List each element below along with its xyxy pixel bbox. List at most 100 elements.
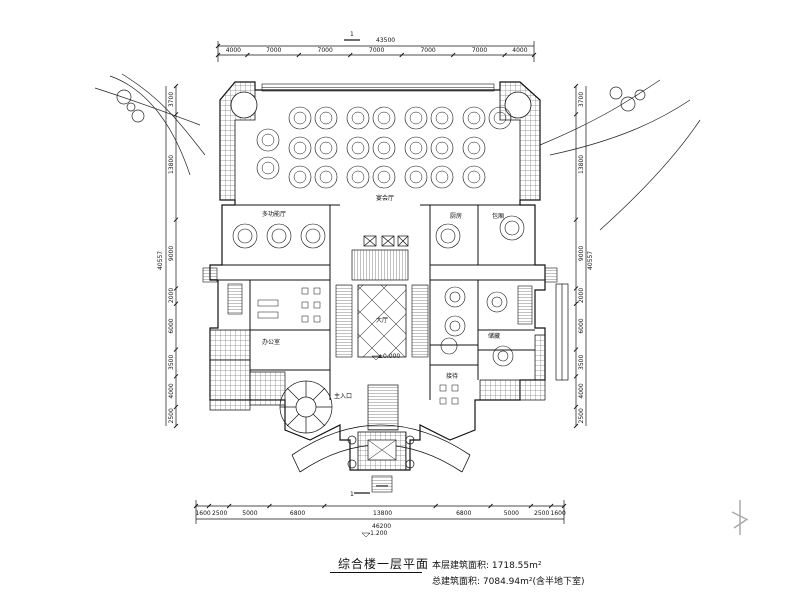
dimension-right-tick (573, 83, 579, 89)
entrance-stair (357, 384, 407, 493)
banquet-table-top (377, 170, 391, 184)
banquet-table-top (409, 111, 423, 125)
dimension-bottom-tick (321, 503, 327, 509)
dimension-bottom-segment-label: 1600 (195, 510, 210, 517)
terrace-left (209, 329, 286, 411)
dimension-bottom-ticks (193, 503, 567, 509)
banquet-table (256, 156, 280, 180)
entrance-columns (347, 435, 415, 469)
level-mark-outdoor: -1.200 (368, 530, 388, 537)
dimension-left (165, 86, 177, 426)
dimension-top-overall: 43500 (376, 37, 395, 44)
dimension-right-tick (573, 374, 579, 379)
banquet-table-top (467, 141, 481, 155)
dimension-right-segment-label: 3500 (578, 355, 585, 370)
section-mark-top-label: 1 (350, 31, 354, 38)
room-label-office: 办公室 (262, 338, 280, 346)
dimension-left-segment-label: 9000 (168, 246, 175, 261)
dimension-bottom-segment-label: 2500 (534, 510, 549, 517)
dimension-right-segment-label: 3700 (578, 92, 585, 107)
dimension-left-segment-label: 6000 (168, 318, 175, 333)
dimension-right-tick (573, 347, 579, 352)
banquet-table-top (319, 141, 333, 155)
dimension-right-segment-label: 6000 (578, 318, 585, 333)
banquet-table-top (467, 111, 481, 125)
dimension-bottom-tick (206, 503, 212, 509)
banquet-table-top (435, 170, 449, 184)
banquet-table (372, 165, 396, 189)
spiral-stair (279, 380, 333, 434)
room-label-kitchen: 厨房 (450, 212, 462, 220)
plant-symbol (731, 500, 749, 535)
dimension-left-segment-label: 13800 (168, 155, 175, 174)
dimension-bottom-tick (193, 503, 199, 509)
room-label-store: 储藏 (488, 332, 500, 340)
dimension-right-tick (573, 423, 579, 429)
right-ramp (555, 283, 569, 381)
dimension-right-segment-label: 4000 (578, 383, 585, 398)
dimension-right-tick (573, 217, 579, 223)
dimension-top-tick (296, 52, 302, 58)
banquet-table (372, 136, 396, 160)
tables-multifunction (257, 287, 459, 405)
banquet-table (430, 136, 454, 160)
dimension-left-tick (173, 83, 179, 89)
banquet-table (404, 136, 428, 160)
dimension-top-tick (399, 52, 405, 58)
dimension-bottom-segment-label: 5000 (242, 510, 257, 517)
banquet-table-top (293, 141, 307, 155)
dimension-bottom-segment-label: 1600 (551, 510, 566, 517)
level-mark-lobby: ±0.000 (378, 353, 400, 360)
dimension-bottom-tick (528, 503, 534, 509)
dimension-bottom-overall: 46200 (372, 523, 391, 530)
dimension-right-segment-label: 2500 (578, 408, 585, 423)
dimension-top-segment-label: 7000 (369, 47, 384, 54)
banquet-table (346, 136, 370, 160)
dimension-top-ticks (215, 43, 537, 58)
banquet-table (314, 106, 338, 130)
dimension-left-segment-label: 3500 (168, 355, 175, 370)
banquet-table-top (293, 111, 307, 125)
banquet-table-top (261, 161, 275, 175)
terrace-right (479, 334, 546, 401)
central-core (351, 235, 409, 281)
dimension-bottom-segment-label: 6800 (456, 510, 471, 517)
banquet-table-top (319, 170, 333, 184)
banquet-table (314, 165, 338, 189)
section-mark-bottom-label: 1 (350, 491, 354, 498)
dimension-top-tick (215, 52, 221, 58)
dimension-left-segment-label: 2500 (168, 408, 175, 423)
room-label-banquet-hall: 宴会厅 (376, 194, 394, 202)
banquet-table (462, 165, 486, 189)
side-stairs (202, 267, 558, 325)
banquet-table-top (409, 141, 423, 155)
room-label-private-room: 包厢 (492, 212, 504, 220)
banquet-table (430, 106, 454, 130)
banquet-table-top (435, 111, 449, 125)
dimension-bottom-tick (433, 503, 439, 509)
dimension-right-overall: 40557 (587, 251, 594, 270)
dimension-bottom-tick (226, 503, 232, 509)
banquet-table (288, 106, 312, 130)
dimension-top-segment-label: 7000 (318, 47, 333, 54)
dimension-top-tick (531, 52, 537, 58)
dimension-top-tick (347, 52, 353, 58)
dimension-right-ticks (573, 83, 579, 429)
dimension-bottom-segment-label: 13800 (373, 510, 392, 517)
banquet-table (372, 106, 396, 130)
banquet-table (404, 106, 428, 130)
dimension-left-tick (173, 217, 179, 223)
dimension-left-segment-label: 4000 (168, 383, 175, 398)
corner-room-left (219, 81, 258, 201)
landscape-left (94, 73, 206, 176)
banquet-table (462, 136, 486, 160)
banquet-table (346, 165, 370, 189)
dimension-top-segment-label: 4000 (226, 47, 241, 54)
banquet-table-top (351, 111, 365, 125)
banquet-table (488, 106, 512, 130)
banquet-table-top (319, 111, 333, 125)
banquet-table-top (293, 170, 307, 184)
